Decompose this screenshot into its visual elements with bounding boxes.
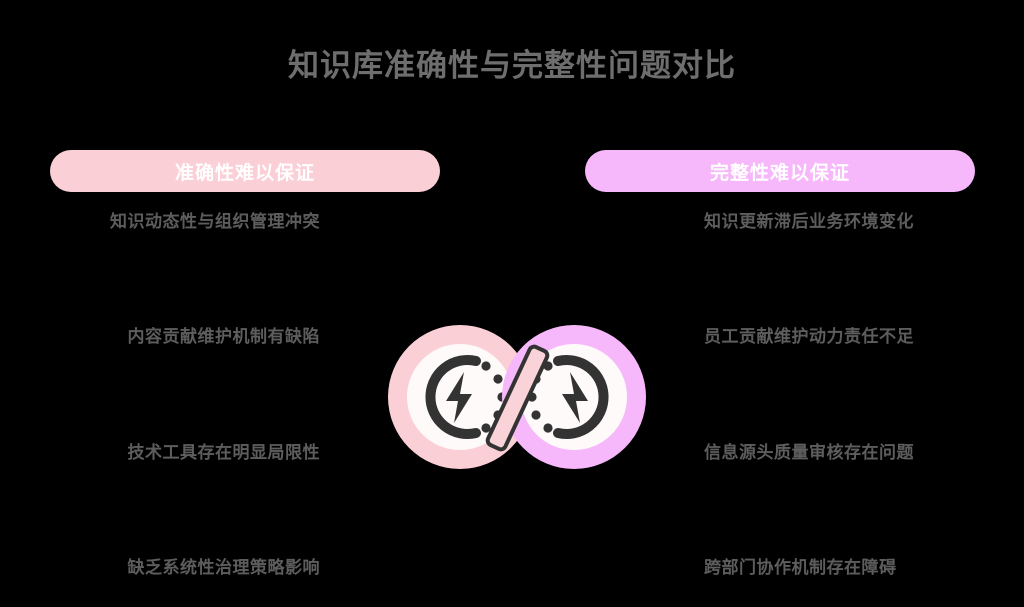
diagonal-slash-icon — [485, 344, 550, 452]
list-item: 信息源头质量审核存在问题 — [704, 442, 914, 462]
page-title: 知识库准确性与完整性问题对比 — [288, 48, 736, 83]
list-item: 跨部门协作机制存在障碍 — [704, 557, 897, 577]
column-header-completeness-label: 完整性难以保证 — [709, 162, 850, 184]
list-item: 缺乏系统性治理策略影响 — [127, 557, 320, 577]
list-item: 知识更新滞后业务环境变化 — [704, 212, 914, 231]
column-header-completeness: 完整性难以保证 — [585, 150, 975, 192]
list-item: 知识动态性与组织管理冲突 — [110, 212, 320, 231]
column-header-accuracy-label: 准确性难以保证 — [174, 162, 315, 184]
center-emblem — [372, 322, 662, 472]
list-item: 技术工具存在明显局限性 — [127, 442, 320, 462]
list-item: 内容贡献维护机制有缺陷 — [127, 327, 320, 347]
completeness-item-list: 知识更新滞后业务环境变化 员工贡献维护动力责任不足 信息源头质量审核存在问题 跨… — [694, 210, 1024, 580]
list-item: 员工贡献维护动力责任不足 — [704, 327, 914, 347]
emblem-left-circle — [388, 325, 532, 469]
column-header-accuracy: 准确性难以保证 — [50, 150, 440, 192]
accuracy-item-list: 知识动态性与组织管理冲突 内容贡献维护机制有缺陷 技术工具存在明显局限性 缺乏系… — [0, 210, 330, 580]
